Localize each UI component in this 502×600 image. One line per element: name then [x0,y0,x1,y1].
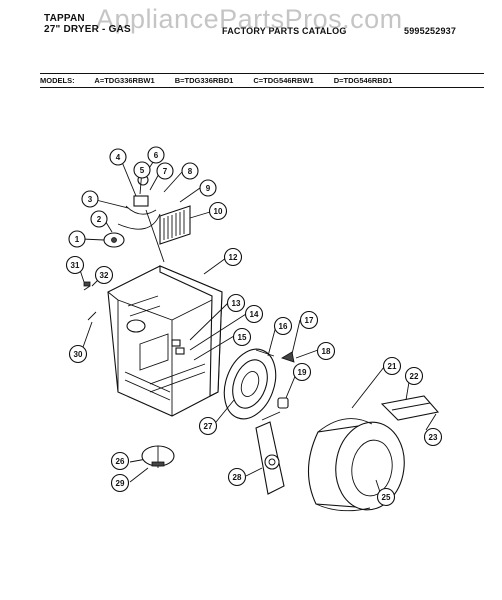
svg-text:18: 18 [322,347,331,356]
callout-8: 8 [181,162,199,180]
callout-7: 7 [156,162,174,180]
svg-text:28: 28 [233,473,242,482]
callout-22: 22 [404,366,424,386]
callout-17: 17 [299,310,319,330]
header-rule-top [40,73,484,74]
svg-text:5: 5 [140,166,145,175]
svg-text:32: 32 [100,271,109,280]
svg-text:9: 9 [206,184,211,193]
callout-28: 28 [227,467,247,487]
svg-text:27: 27 [204,422,213,431]
svg-text:22: 22 [410,372,419,381]
svg-text:21: 21 [388,362,397,371]
callout-19: 19 [292,362,312,382]
cabinet-drawing [107,265,223,417]
model-d: D=TDG546RBD1 [333,76,393,85]
drum-drawing [307,418,405,512]
catalog-title: FACTORY PARTS CATALOG [222,26,347,36]
svg-text:7: 7 [163,167,168,176]
small-parts-drawing [83,281,295,409]
svg-text:10: 10 [214,207,223,216]
models-label: MODELS: [40,76,75,85]
baffle-drawing [380,395,440,421]
callout-6: 6 [147,146,165,164]
svg-text:3: 3 [88,195,93,204]
svg-text:2: 2 [97,215,102,224]
callout-27: 27 [198,416,218,436]
svg-text:19: 19 [298,368,307,377]
svg-text:23: 23 [429,433,438,442]
lint-grille-drawing [159,205,191,245]
svg-text:30: 30 [74,350,83,359]
leader-lines [77,155,437,493]
svg-text:29: 29 [116,479,125,488]
callout-15: 15 [232,327,252,347]
model-c: C=TDG546RBW1 [253,76,314,85]
catalog-part-number: 5995252937 [404,26,457,36]
svg-text:6: 6 [154,151,159,160]
svg-text:16: 16 [279,322,288,331]
svg-text:8: 8 [188,167,193,176]
svg-text:25: 25 [382,493,391,502]
callout-25: 25 [376,487,396,507]
model-a: A=TDG336RBW1 [94,76,155,85]
callout-4: 4 [109,148,127,166]
callout-21: 21 [382,356,402,376]
callout-9: 9 [199,179,217,197]
callout-16: 16 [273,316,293,336]
callout-14: 14 [244,304,264,324]
svg-text:4: 4 [116,153,121,162]
control-parts-drawing [103,174,165,263]
svg-text:13: 13 [232,299,241,308]
models-row: MODELS: A=TDG336RBW1 B=TDG336RBD1 C=TDG5… [40,76,410,85]
brand-name: TAPPAN [44,13,85,24]
watermark-text: AppliancePartsPros.com [96,4,403,34]
svg-text:26: 26 [116,457,125,466]
callout-3: 3 [81,190,99,208]
callout-2: 2 [90,210,108,228]
callout-5: 5 [133,161,151,179]
svg-text:1: 1 [75,235,80,244]
callout-30: 30 [68,344,88,364]
callout-13: 13 [226,293,246,313]
callout-26: 26 [110,451,130,471]
rear-panel-drawing [255,421,285,495]
svg-text:15: 15 [238,333,247,342]
svg-text:14: 14 [250,310,259,319]
front-bulkhead-drawing [223,348,281,421]
callout-31: 31 [65,255,85,275]
svg-text:17: 17 [305,316,314,325]
callout-10: 10 [208,201,228,221]
callout-32: 32 [94,265,114,285]
header-rule-bottom [40,87,484,88]
callout-1: 1 [68,230,86,248]
callout-29: 29 [110,473,130,493]
callout-18: 18 [316,341,336,361]
svg-text:31: 31 [71,261,80,270]
callout-23: 23 [423,427,443,447]
model-b: B=TDG336RBD1 [174,76,234,85]
callout-12: 12 [223,247,243,267]
door-seal-drawing [141,445,175,468]
product-name: 27" DRYER - GAS [44,24,131,35]
svg-text:12: 12 [229,253,238,262]
